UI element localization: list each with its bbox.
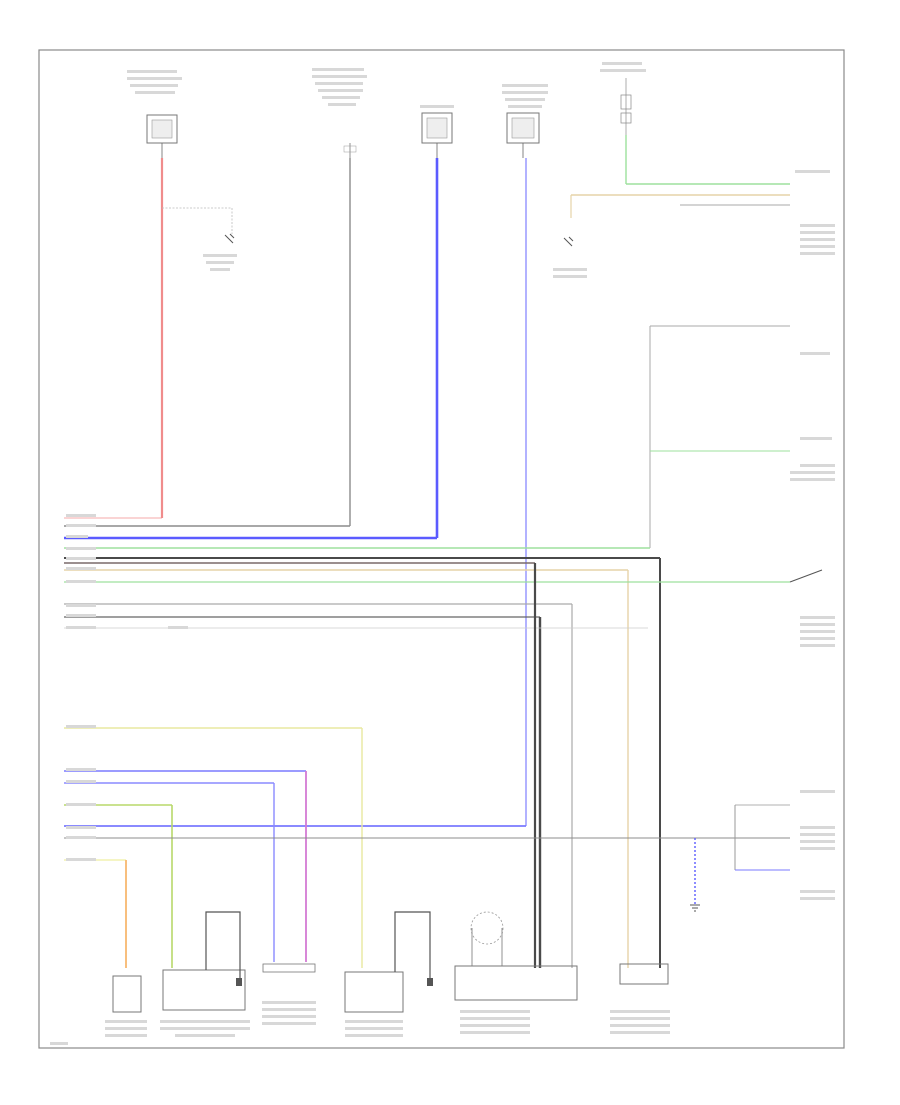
top-mid-module (343, 143, 357, 158)
ground-symbol-right (563, 236, 574, 247)
bottom-module-2 (162, 911, 246, 1011)
top-left-module (146, 114, 178, 158)
top-right-module (506, 112, 540, 158)
speaker-component (421, 112, 453, 158)
bottom-module-6 (619, 963, 669, 985)
ground-symbol-bottom (690, 904, 700, 912)
bottom-sensor-3 (262, 963, 316, 973)
illegible-annotations (50, 62, 835, 1045)
diagram-frame (38, 49, 845, 1049)
bottom-sensor-1 (112, 975, 142, 1013)
bottom-module-5 (454, 911, 578, 1001)
right-switch (789, 569, 823, 583)
ground-symbol-left (224, 233, 235, 244)
bottom-module-4 (344, 911, 433, 1013)
fuse-component (620, 78, 632, 135)
